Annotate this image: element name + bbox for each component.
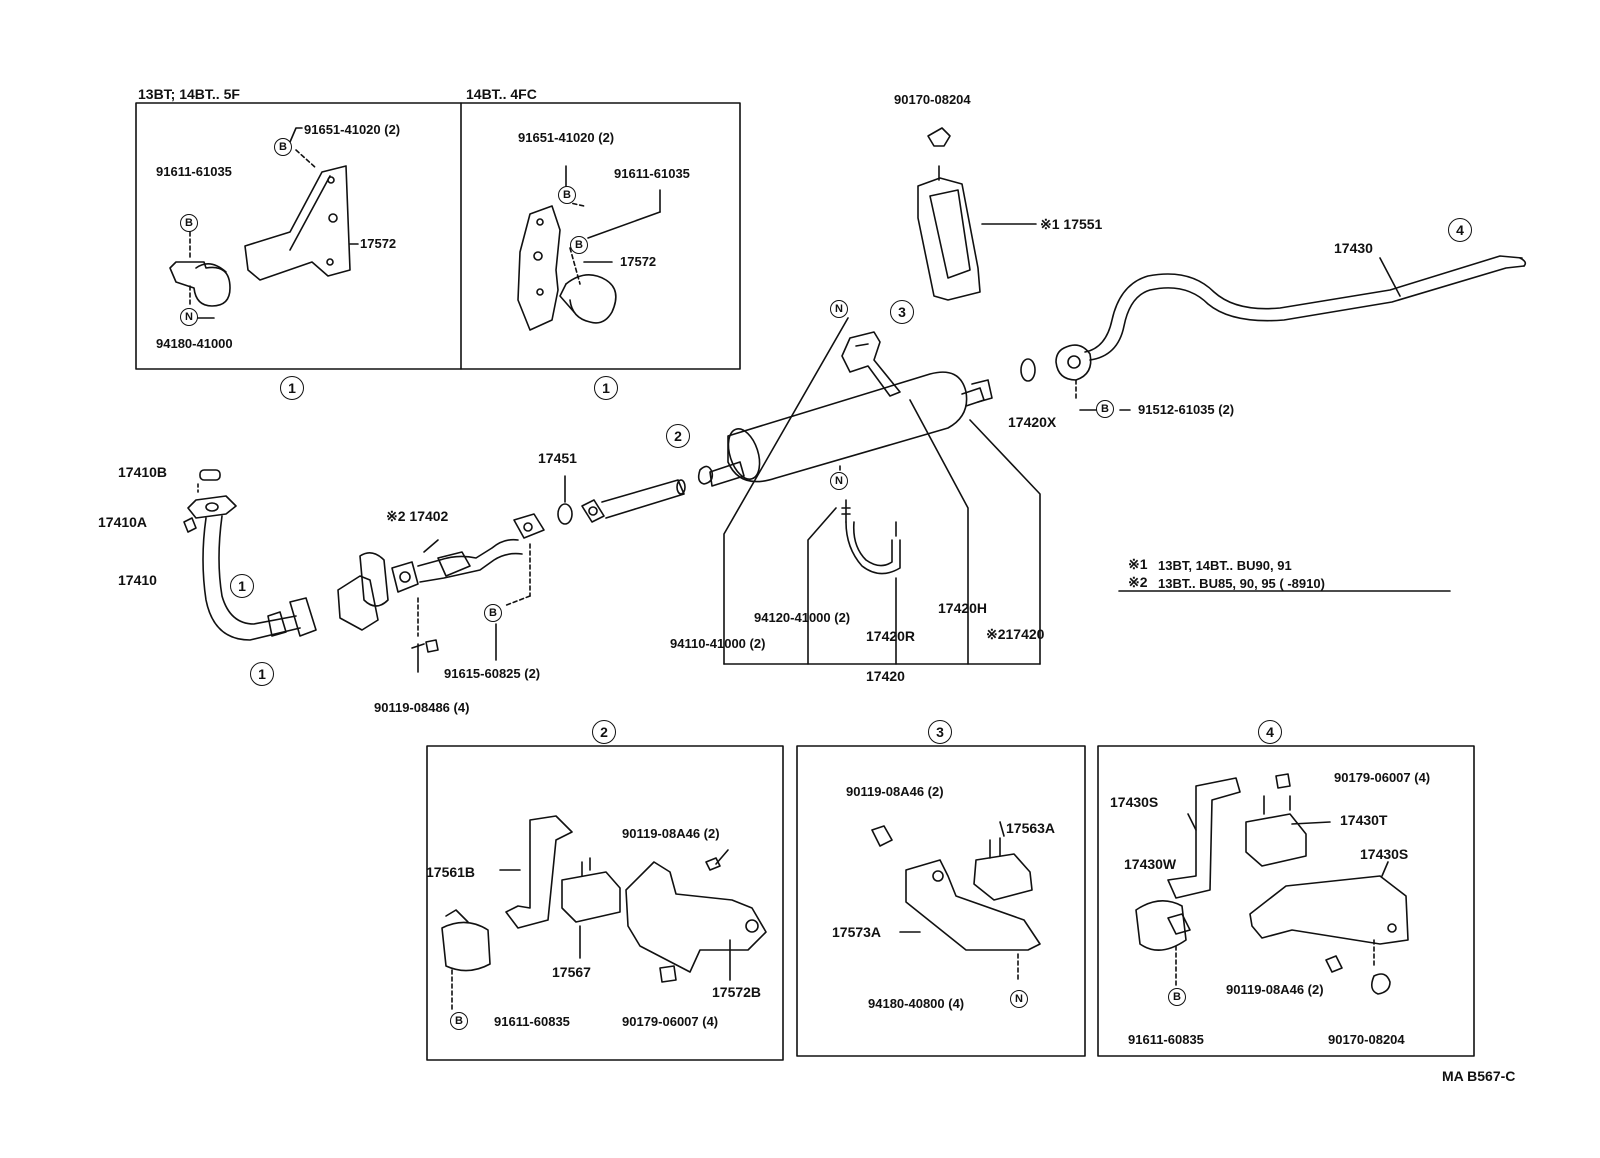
- box3-part-17563A: 17563A: [1006, 820, 1056, 836]
- muffler-17420: [697, 317, 1041, 665]
- part-91512-61035: 91512-61035 (2): [1138, 402, 1235, 417]
- inset1-right-parts: [517, 165, 661, 331]
- box3-part-17573A: 17573A: [832, 924, 882, 940]
- part-217420: ※217420: [986, 626, 1045, 642]
- part-94110-41000: 94110-41000 (2): [670, 636, 766, 651]
- bolt-marker: B: [274, 138, 292, 156]
- box2-part-17572B: 17572B: [712, 984, 762, 1000]
- bolt-marker: B: [450, 1012, 468, 1030]
- box4-part-90170-08204: 90170-08204: [1328, 1032, 1405, 1047]
- part-17572-left: 17572: [360, 236, 397, 251]
- inset1-left-parts: [169, 127, 359, 319]
- box2-part-90119-08A46: 90119-08A46 (2): [622, 826, 720, 841]
- callout-2-box: 2: [592, 720, 616, 744]
- box3-part-94180-40800: 94180-40800 (4): [868, 996, 965, 1011]
- box4-part-90179-06007: 90179-06007 (4): [1334, 770, 1431, 785]
- callout-1-pipe-end: 1: [250, 662, 274, 686]
- bolt-marker: B: [558, 186, 576, 204]
- box3-part-90119-08A46: 90119-08A46 (2): [846, 784, 944, 799]
- callout-1-pipe-side: 1: [230, 574, 254, 598]
- note-2-text: 13BT.. BU85, 90, 95 ( -8910): [1158, 576, 1325, 591]
- nut-marker: N: [830, 472, 848, 490]
- part-17551: ※1 17551: [1040, 216, 1103, 232]
- inset1-right-title: 14BT.. 4FC: [466, 86, 537, 102]
- bolt-marker: B: [1096, 400, 1114, 418]
- part-91611-61035-right: 91611-61035: [614, 166, 690, 181]
- box4-part-90119-08A46: 90119-08A46 (2): [1226, 982, 1324, 997]
- intermediate-pipe: [557, 475, 686, 525]
- callout-4-main: 4: [1448, 218, 1472, 242]
- part-17410A: 17410A: [98, 514, 148, 530]
- part-90119-08486: 90119-08486 (4): [374, 700, 470, 715]
- part-17410B: 17410B: [118, 464, 168, 480]
- part-17420R: 17420R: [866, 628, 916, 644]
- box4-part-91611-60835: 91611-60835: [1128, 1032, 1204, 1047]
- note-1-mark: ※1: [1128, 556, 1148, 572]
- part-91611-61035-left: 91611-61035: [156, 164, 232, 179]
- part-94120-41000: 94120-41000 (2): [754, 610, 851, 625]
- part-17430: 17430: [1334, 240, 1373, 256]
- bolt-marker: B: [484, 604, 502, 622]
- box2-part-91611-60835: 91611-60835: [494, 1014, 570, 1029]
- box2-part-17567: 17567: [552, 964, 591, 980]
- box2-parts: [441, 815, 767, 1011]
- front-pipe-17410: [183, 469, 317, 641]
- part-94180-41000: 94180-41000: [156, 336, 233, 351]
- frames: [135, 102, 1475, 1061]
- part-17402: ※2 17402: [386, 508, 449, 524]
- part-17572-right: 17572: [620, 254, 657, 269]
- note-1-text: 13BT, 14BT.. BU90, 91: [1158, 558, 1292, 573]
- nut-marker: N: [830, 300, 848, 318]
- part-17420X: 17420X: [1008, 414, 1057, 430]
- bracket-17551: [917, 127, 1037, 301]
- part-91615-60825: 91615-60825 (2): [444, 666, 541, 681]
- box3-parts: [871, 821, 1041, 983]
- callout-3-main: 3: [890, 300, 914, 324]
- callout-1-inset-right: 1: [594, 376, 618, 400]
- box4-part-17430T: 17430T: [1340, 812, 1388, 828]
- nut-marker: N: [1010, 990, 1028, 1008]
- part-91651-41020-right: 91651-41020 (2): [518, 130, 615, 145]
- diagram-code: MA B567-C: [1442, 1068, 1516, 1084]
- box4-part-17430S-upper: 17430S: [1110, 794, 1159, 810]
- box4-parts: [1135, 773, 1409, 995]
- front-pipe-17402: [337, 513, 545, 673]
- bolt-marker: B: [180, 214, 198, 232]
- box2-part-17561B: 17561B: [426, 864, 476, 880]
- bolt-marker: B: [570, 236, 588, 254]
- inset1-left-title: 13BT; 14BT.. 5F: [138, 86, 240, 102]
- callout-4-box: 4: [1258, 720, 1282, 744]
- box4-part-17430S-lower: 17430S: [1360, 846, 1409, 862]
- part-91651-41020-left: 91651-41020 (2): [304, 122, 401, 137]
- note-2-mark: ※2: [1128, 574, 1148, 590]
- part-17410: 17410: [118, 572, 157, 588]
- part-90170-08204-top: 90170-08204: [894, 92, 971, 107]
- nut-marker: N: [180, 308, 198, 326]
- part-17451: 17451: [538, 450, 577, 466]
- tailpipe-17430: [1055, 255, 1527, 411]
- box2-part-90179-06007: 90179-06007 (4): [622, 1014, 719, 1029]
- callout-3-box: 3: [928, 720, 952, 744]
- callout-1-inset-left: 1: [280, 376, 304, 400]
- box4-part-17430W: 17430W: [1124, 856, 1177, 872]
- bolt-marker: B: [1168, 988, 1186, 1006]
- part-17420: 17420: [866, 668, 905, 684]
- callout-2-main: 2: [666, 424, 690, 448]
- part-17420H: 17420H: [938, 600, 988, 616]
